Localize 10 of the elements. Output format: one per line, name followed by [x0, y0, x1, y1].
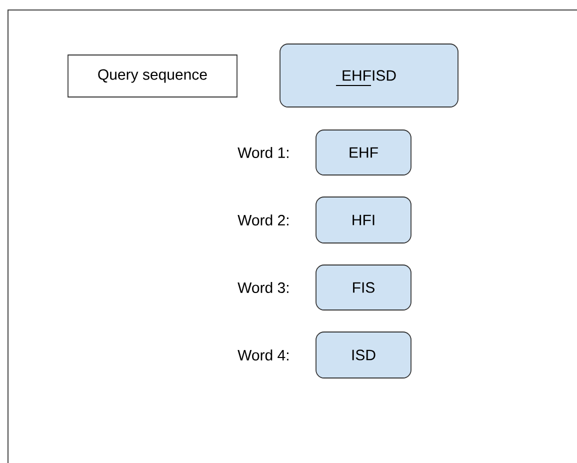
sequence-box: EHF	[316, 130, 412, 176]
word-label: Word 2:	[238, 214, 288, 226]
sequence-box: HFI	[316, 196, 412, 244]
label-box: Query sequence	[68, 54, 238, 98]
word-label: Word 3:	[238, 282, 288, 293]
word-label: Word 1:	[238, 147, 288, 158]
sequence-box: FIS	[316, 264, 412, 310]
sequence-box: EHFISD	[280, 44, 458, 108]
word-label: Word 4:	[238, 350, 288, 360]
sequence-box: ISD	[316, 332, 412, 378]
